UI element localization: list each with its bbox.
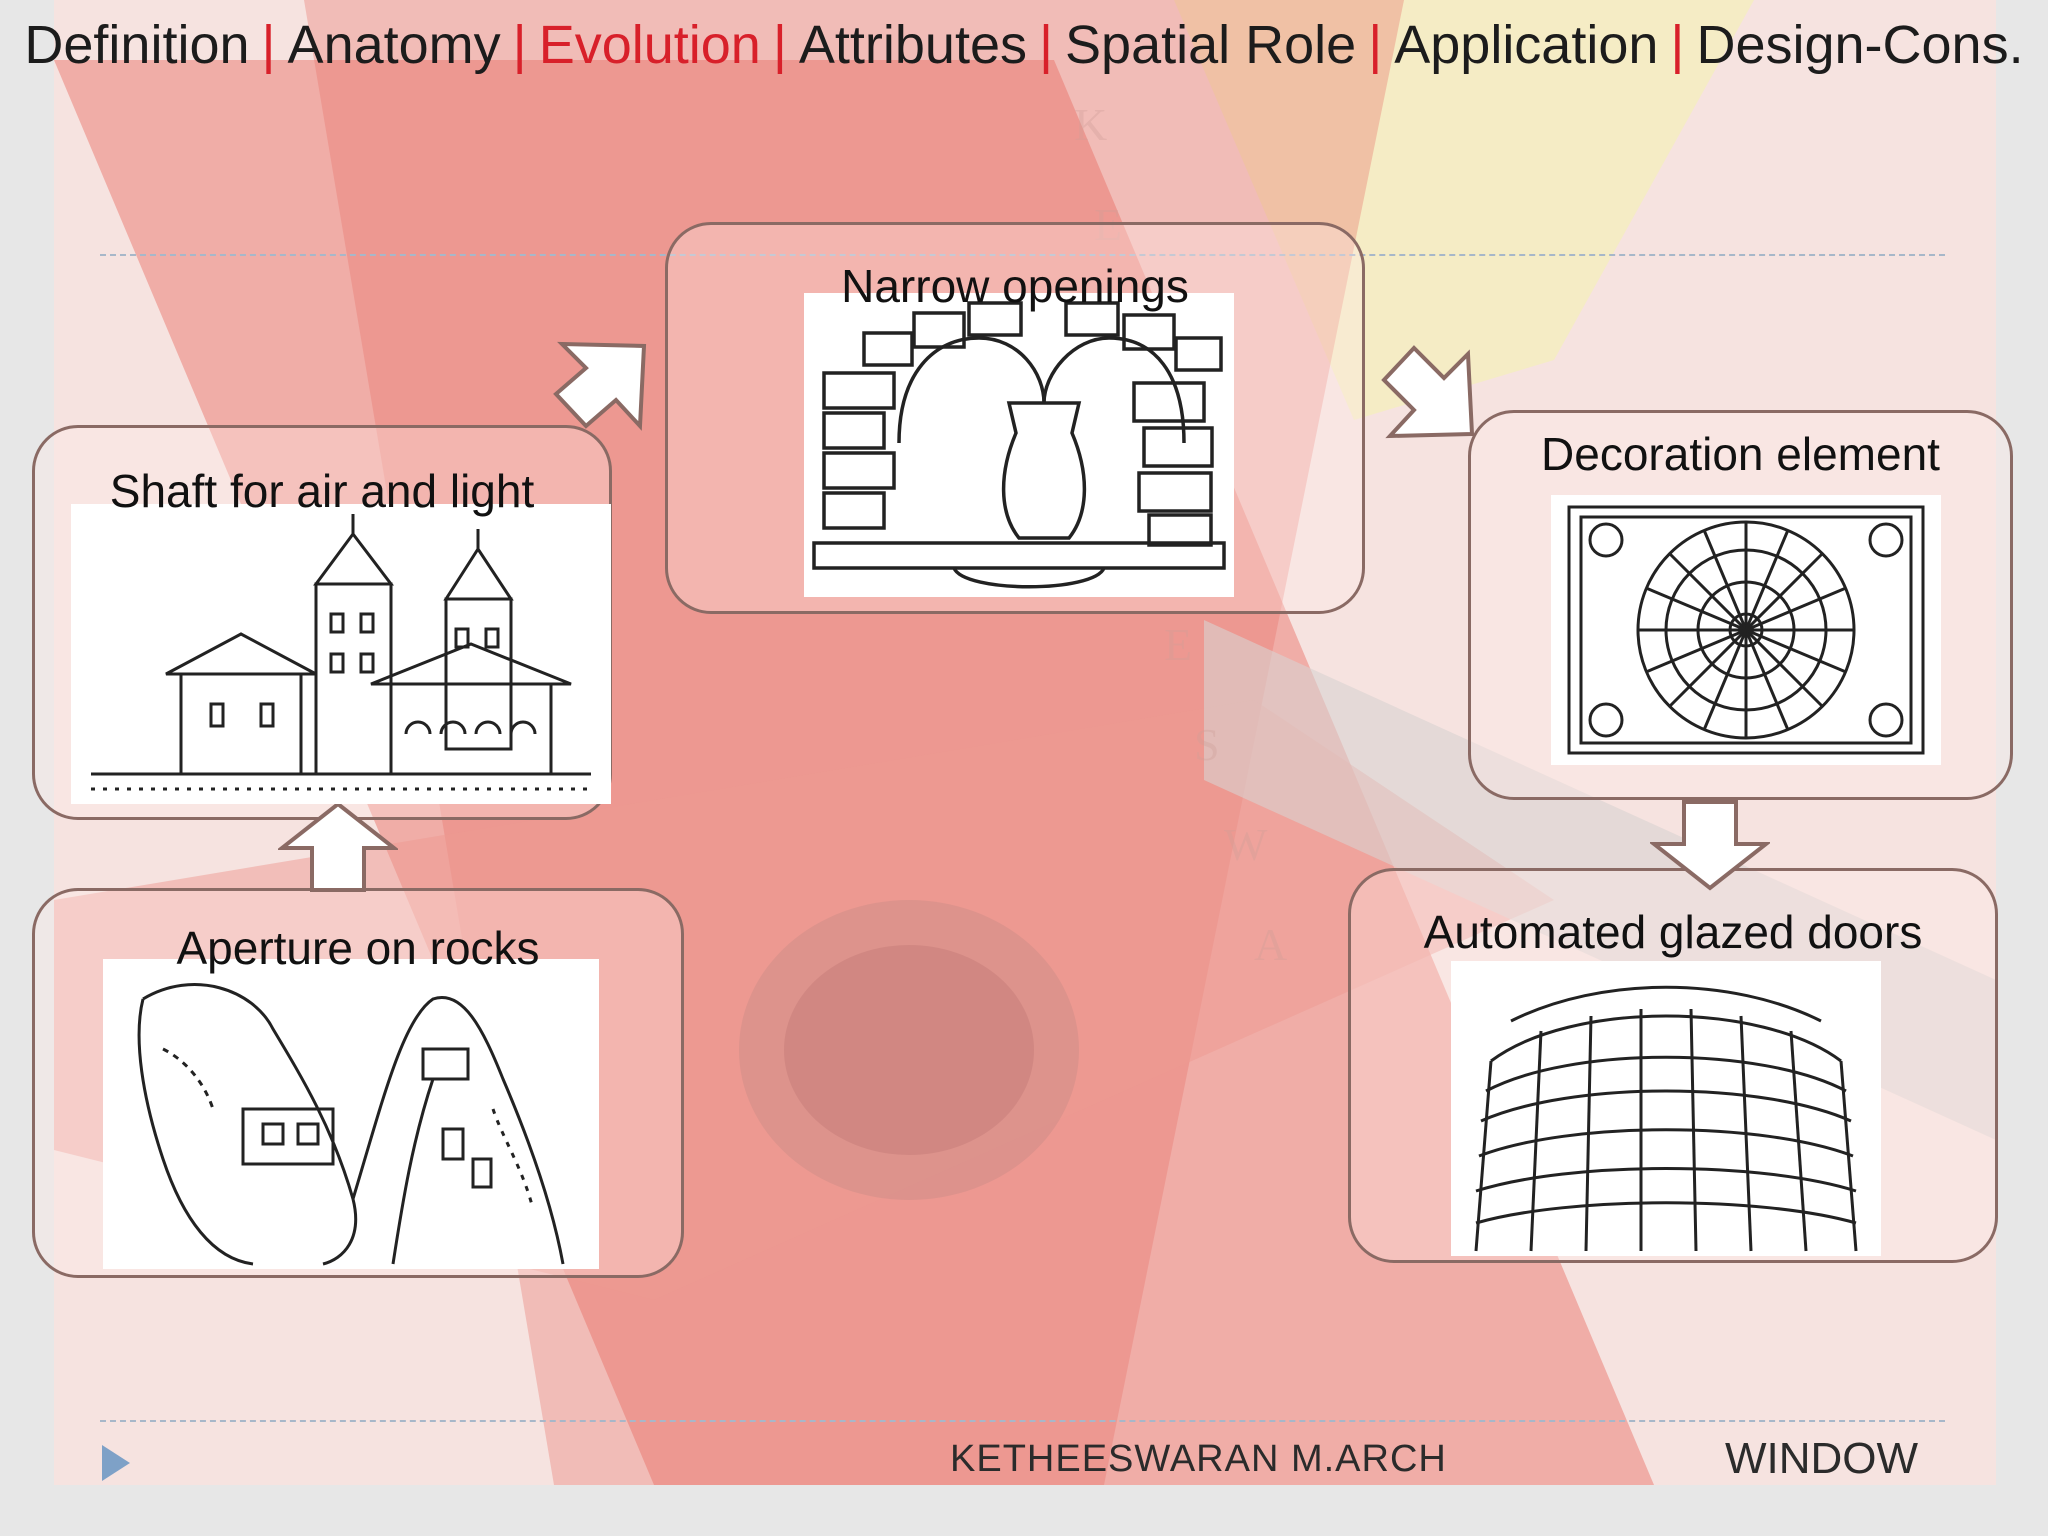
glazed-facade-sketch <box>1451 961 1881 1256</box>
stone-window-drawing <box>812 301 1226 589</box>
node-label-shaft: Shaft for air and light <box>109 465 535 517</box>
rose-window-sketch <box>1551 495 1941 765</box>
rock-dwelling-sketch <box>103 959 599 1269</box>
section-navigation: Definition|Anatomy|Evolution|Attributes|… <box>0 14 2048 84</box>
node-aperture-on-rocks: Aperture on rocks <box>32 888 684 1278</box>
stone-window-sketch <box>804 293 1234 597</box>
nav-separator: | <box>1038 15 1054 75</box>
nav-item-attributes[interactable]: Attributes <box>798 15 1027 75</box>
nav-item-design-cons[interactable]: Design-Cons. <box>1696 15 2024 75</box>
nav-separator: | <box>772 15 787 75</box>
nav-item-anatomy[interactable]: Anatomy <box>287 15 501 75</box>
svg-text:A: A <box>1254 919 1287 970</box>
dashed-divider-bottom <box>100 1420 1945 1422</box>
node-label-automated: Automated glazed doors <box>1423 906 1923 958</box>
arrow-down-decoration-to-automated <box>1650 800 1770 891</box>
node-decoration-element: Decoration element <box>1468 410 2013 800</box>
rose-window-drawing <box>1567 505 1925 755</box>
svg-text:K: K <box>1074 99 1107 150</box>
node-label-decoration: Decoration element <box>1541 428 1940 480</box>
nav-item-application[interactable]: Application <box>1394 15 1659 75</box>
nav-item-evolution[interactable]: Evolution <box>538 15 761 75</box>
rock-dwelling-drawing <box>137 983 565 1266</box>
nav-separator: | <box>1670 15 1685 75</box>
arrow-narrow-to-decoration <box>1381 345 1475 439</box>
dashed-divider-top <box>100 254 1945 256</box>
glazed-facade-drawing <box>1474 985 1858 1252</box>
nav-separator: | <box>512 15 527 75</box>
nav-separator: | <box>1368 15 1383 75</box>
node-automated-glazed-doors: Automated glazed doors <box>1348 868 1998 1263</box>
nav-separator: | <box>261 15 276 75</box>
svg-text:S: S <box>1194 719 1220 770</box>
arrow-shaft-to-narrow <box>553 341 647 431</box>
svg-text:W: W <box>1224 819 1268 870</box>
node-shaft-for-air-and-light: Shaft for air and light <box>32 425 612 820</box>
arrow-up-aperture-to-shaft <box>278 801 398 892</box>
nav-item-spatial-role[interactable]: Spatial Role <box>1065 15 1357 75</box>
play-icon[interactable] <box>100 1443 132 1483</box>
church-drawing <box>91 514 591 791</box>
footer-slide-title: WINDOW <box>1725 1434 1919 1483</box>
footer-author: KETHEESWARAN M.ARCH <box>950 1438 1447 1480</box>
svg-text:E: E <box>1164 619 1192 670</box>
church-sketch <box>71 504 611 804</box>
nav-item-definition[interactable]: Definition <box>24 15 250 75</box>
node-label-narrow: Narrow openings <box>841 260 1189 312</box>
node-label-aperture: Aperture on rocks <box>176 922 540 974</box>
node-narrow-openings: Narrow openings <box>665 222 1365 614</box>
